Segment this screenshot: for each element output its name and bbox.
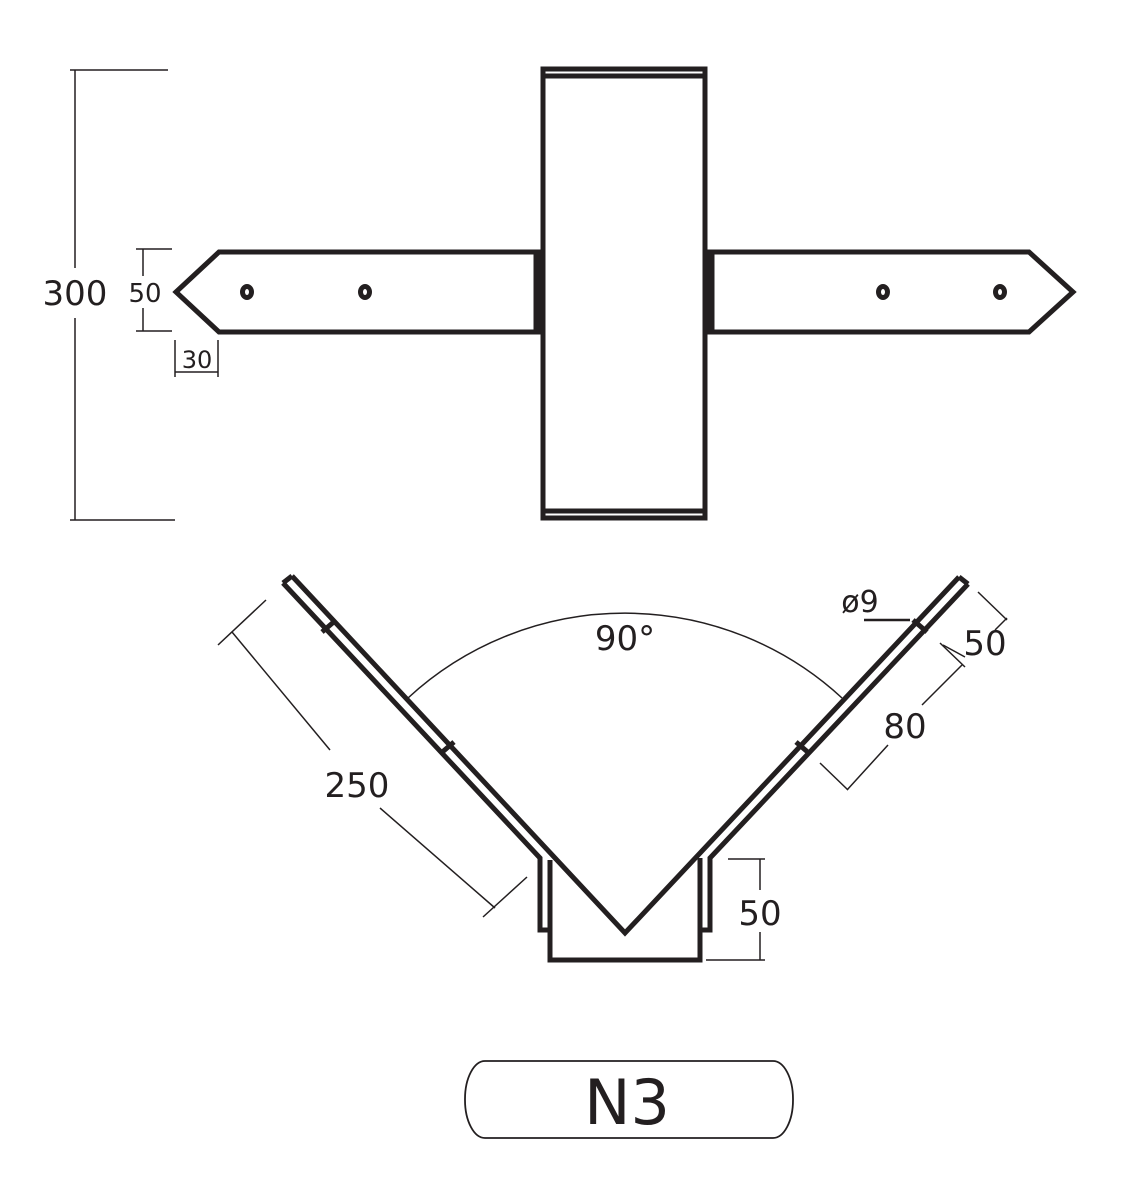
bottom-view: 90° 250 ø9 50 80 50 [217,574,1008,963]
arm-length-dim-label: 250 [325,766,390,806]
top-view: 300 50 [43,66,1077,521]
arm-width-dimension: 50 [128,248,172,332]
center-post [540,66,708,521]
angle-dimension: 90° [407,612,843,699]
hole-dimensions: ø9 50 80 [819,585,1008,791]
height-dim-label: 300 [43,274,108,314]
part-label: N3 [464,1060,794,1139]
base-height-dimension: 50 [706,858,782,961]
tip-length-dimension: 30 [174,340,219,377]
right-arm [704,249,1077,335]
mounting-holes [240,284,1007,300]
base-height-dim-label: 50 [738,894,781,934]
arm-length-dimension: 250 [217,599,528,918]
arm-width-dim-label: 50 [128,279,161,309]
hole-spacing-dim-label: 80 [883,707,926,747]
hole-diameter-dim-label: ø9 [841,585,878,620]
height-dimension: 300 [43,69,175,521]
part-label-text: N3 [584,1066,670,1139]
hole-offset-dim-label: 50 [963,624,1006,664]
v-bracket [281,574,970,963]
angle-dim-label: 90° [595,619,655,659]
left-arm [172,249,544,335]
tip-length-dim-label: 30 [182,346,213,374]
